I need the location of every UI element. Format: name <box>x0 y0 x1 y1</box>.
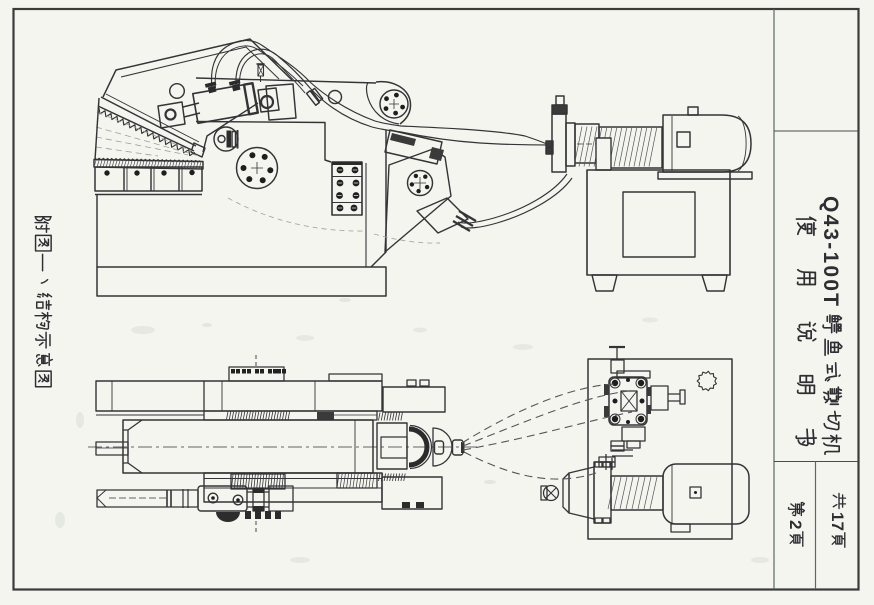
svg-text:Q43-100T: Q43-100T <box>819 196 842 308</box>
svg-text:17: 17 <box>828 512 847 531</box>
svg-text:2: 2 <box>786 520 805 529</box>
